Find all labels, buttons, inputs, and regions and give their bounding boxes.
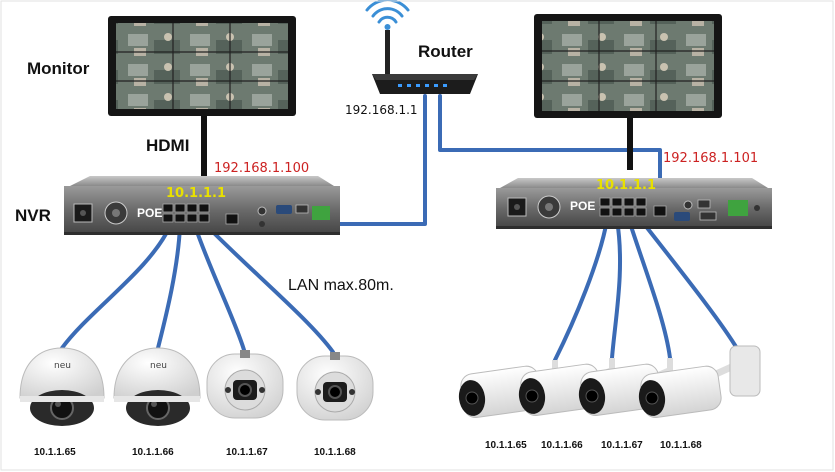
left-camera-ip-1: 10.1.1.65 [34,447,76,458]
nvr-right [496,178,772,229]
left-camera-ip-3: 10.1.1.67 [226,447,268,458]
lan-distance-label: LAN max.80m. [288,277,394,294]
cable-right-cam-3 [627,218,672,360]
cable-right-cam-2 [610,218,623,360]
nvr-left [64,176,340,235]
cable-right-cam-4 [639,218,740,352]
right-nvr-ip: 192.168.1.101 [663,151,759,166]
dome-camera-2 [113,347,201,426]
monitor-left [108,16,296,176]
cable-left-cam-3 [193,224,246,352]
left-camera-ip-4: 10.1.1.68 [314,447,356,458]
left-camera-ip-2: 10.1.1.66 [132,447,174,458]
right-poe-label: POE [570,199,596,213]
router-label: Router [418,42,473,61]
bullet-camera-4 [638,345,761,419]
left-poe-subnet: 10.1.1.1 [166,186,227,201]
right-camera-ip-3: 10.1.1.67 [601,440,643,451]
router-device [365,0,478,94]
monitor-label: Monitor [27,59,90,78]
router-ip: 192.168.1.1 [345,103,418,117]
dome-camera-1 [19,347,105,426]
turret-camera-3 [206,350,284,419]
camera-brand-2: neu [150,361,167,371]
right-camera-ip-4: 10.1.1.68 [660,440,702,451]
left-poe-label: POE [137,206,163,220]
cable-left-cam-4 [205,224,335,354]
turret-camera-4 [296,352,374,421]
right-poe-subnet: 10.1.1.1 [596,178,657,193]
camera-brand-1: neu [54,361,71,371]
cable-right-cam-1 [553,218,609,362]
monitor-right [534,14,722,170]
hdmi-label: HDMI [146,136,190,155]
right-camera-ip-2: 10.1.1.66 [541,440,583,451]
cable-left-cam-2 [156,224,182,350]
cable-left-cam-1 [60,224,172,350]
nvr-label: NVR [15,206,51,225]
cable-router-right-nvr [438,94,662,207]
left-nvr-ip: 192.168.1.100 [214,161,310,176]
cables [60,94,740,362]
right-camera-ip-1: 10.1.1.65 [485,440,527,451]
